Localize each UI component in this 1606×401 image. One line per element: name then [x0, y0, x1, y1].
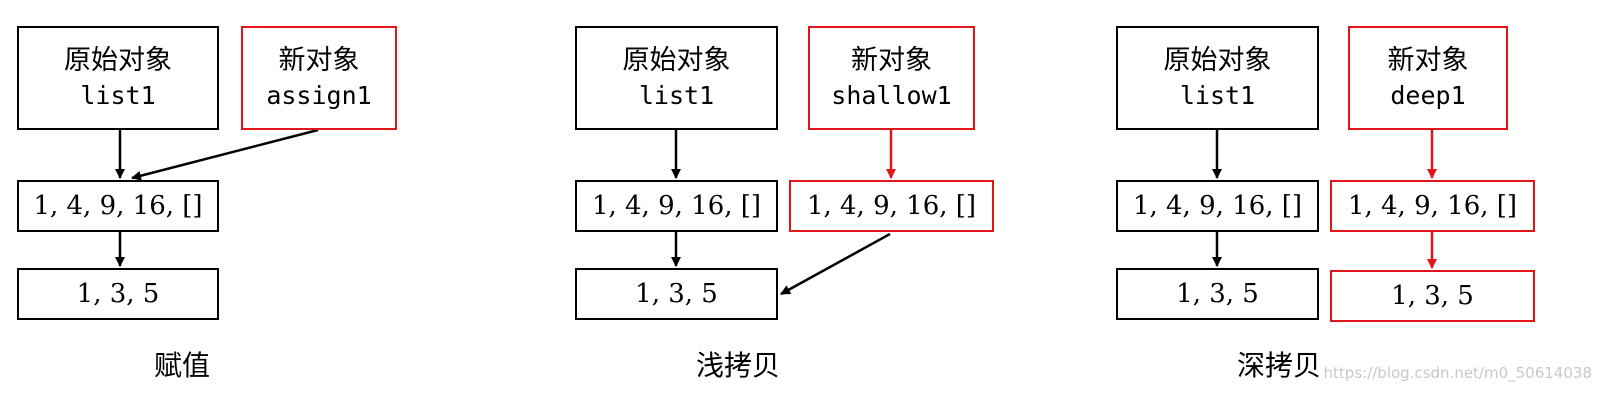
new-object-box: 新对象 assign1: [241, 26, 397, 130]
list-value: 1, 4, 9, 16, []: [591, 191, 762, 221]
original-object-title: 原始对象: [622, 45, 731, 76]
new-object-name: deep1: [1390, 81, 1466, 110]
sublist-value: 1, 3, 5: [76, 279, 160, 309]
deep-copy-sublist-box: 1, 3, 5: [1330, 270, 1535, 322]
original-object-name: list1: [638, 81, 715, 110]
original-object-box: 原始对象 list1: [1116, 26, 1319, 130]
shallow-copy-list-box: 1, 4, 9, 16, []: [789, 180, 994, 232]
new-object-name: shallow1: [831, 81, 952, 110]
arrow-assign-to-list: [131, 128, 319, 181]
watermark-url: https://blog.csdn.net/m0_50614038: [1323, 364, 1592, 382]
original-object-box: 原始对象 list1: [17, 26, 219, 130]
new-object-title: 新对象: [278, 45, 360, 76]
sublist-value: 1, 3, 5: [1176, 279, 1259, 309]
deep-copy-list-value: 1, 4, 9, 16, []: [1347, 191, 1518, 221]
original-object-box: 原始对象 list1: [575, 26, 778, 130]
new-object-box: 新对象 shallow1: [808, 26, 975, 130]
list-value-box: 1, 4, 9, 16, []: [1116, 180, 1319, 232]
new-object-box: 新对象 deep1: [1348, 26, 1508, 130]
deep-copy-list-box: 1, 4, 9, 16, []: [1330, 180, 1535, 232]
list-value-box: 1, 4, 9, 16, []: [17, 180, 219, 232]
original-object-title: 原始对象: [64, 45, 172, 76]
sublist-value-box: 1, 3, 5: [575, 268, 778, 320]
new-object-title: 新对象: [851, 45, 932, 76]
list-value: 1, 4, 9, 16, []: [33, 191, 203, 221]
panel-caption: 浅拷贝: [696, 349, 781, 382]
list-value-box: 1, 4, 9, 16, []: [575, 180, 778, 232]
arrow-copy-to-shared-sublist: [780, 232, 891, 296]
sublist-value-box: 1, 3, 5: [1116, 268, 1319, 320]
sublist-value: 1, 3, 5: [635, 279, 718, 309]
original-object-name: list1: [80, 81, 156, 110]
panel-caption: 深拷贝: [1237, 349, 1322, 382]
new-object-name: assign1: [266, 81, 372, 110]
original-object-name: list1: [1179, 81, 1256, 110]
list-value: 1, 4, 9, 16, []: [1132, 191, 1303, 221]
original-object-title: 原始对象: [1163, 45, 1272, 76]
deep-copy-sublist-value: 1, 3, 5: [1391, 281, 1474, 311]
sublist-value-box: 1, 3, 5: [17, 268, 219, 320]
panel-caption: 赋值: [154, 349, 211, 382]
new-object-title: 新对象: [1387, 45, 1469, 76]
shallow-copy-list-value: 1, 4, 9, 16, []: [806, 191, 977, 221]
